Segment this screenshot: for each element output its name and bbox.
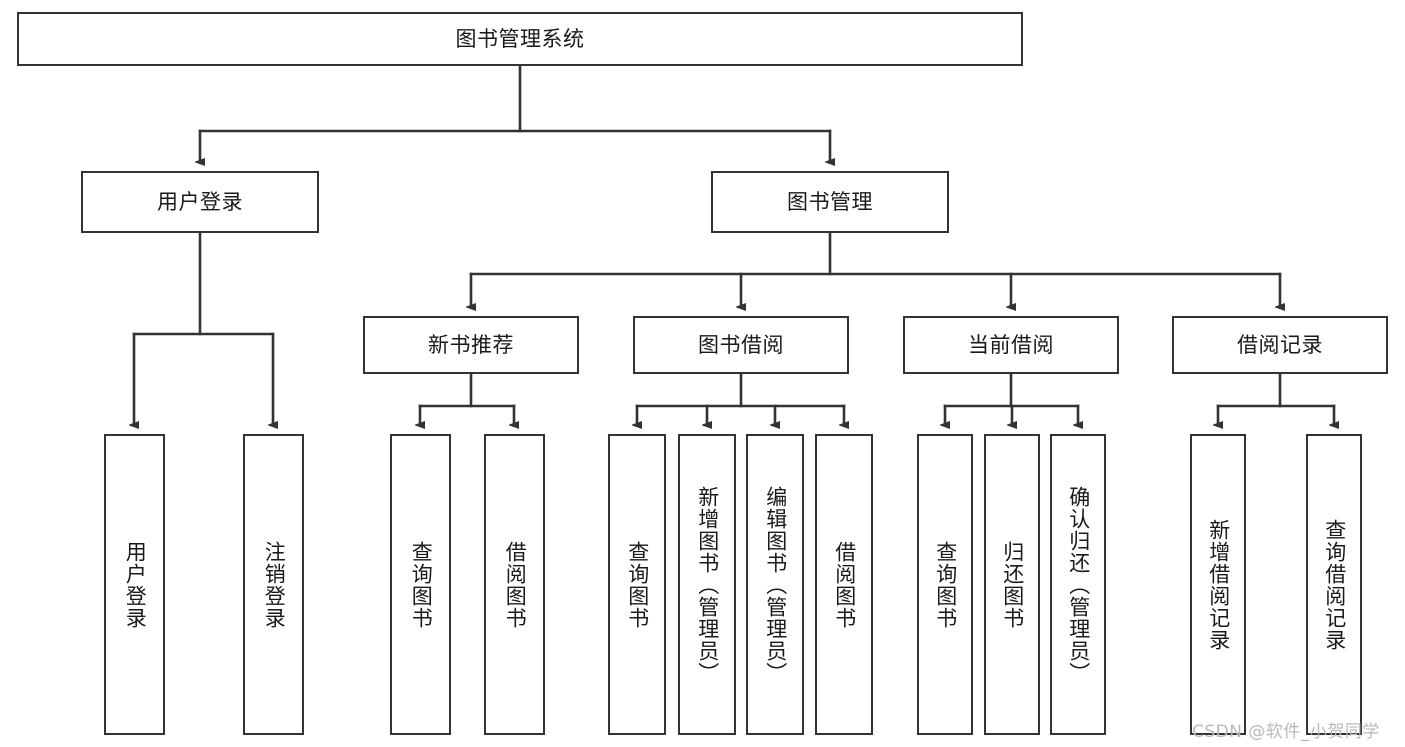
- node-leaf-query-book-recommend-label: 查询图书: [409, 540, 434, 629]
- node-leaf-confirm-return-admin-label: 确认归还（管理员）: [1066, 485, 1091, 684]
- node-book-manage[interactable]: 图书管理: [711, 171, 949, 233]
- node-leaf-query-borrow-record-label: 查询借阅记录: [1322, 518, 1347, 651]
- node-leaf-borrow-book[interactable]: 借阅图书: [815, 434, 873, 735]
- node-leaf-query-book-borrow[interactable]: 查询图书: [608, 434, 666, 735]
- csdn-watermark: CSDN @软件_小贺同学: [1192, 722, 1380, 742]
- node-book-borrow[interactable]: 图书借阅: [633, 316, 849, 374]
- node-leaf-confirm-return-admin[interactable]: 确认归还（管理员）: [1050, 434, 1106, 735]
- node-book-borrow-label: 图书借阅: [698, 332, 784, 357]
- node-leaf-edit-book-admin-label: 编辑图书（管理员）: [763, 485, 788, 684]
- node-user-login-label: 用户登录: [157, 189, 243, 214]
- node-leaf-user-login-label: 用户登录: [123, 540, 148, 629]
- node-user-login[interactable]: 用户登录: [81, 171, 319, 233]
- node-leaf-query-book-current-label: 查询图书: [933, 540, 958, 629]
- node-borrow-record-label: 借阅记录: [1237, 332, 1323, 357]
- node-root[interactable]: 图书管理系统: [17, 12, 1023, 66]
- node-leaf-user-logout[interactable]: 注销登录: [243, 434, 304, 735]
- node-leaf-query-book-recommend[interactable]: 查询图书: [390, 434, 451, 735]
- node-leaf-return-book[interactable]: 归还图书: [984, 434, 1040, 735]
- node-root-label: 图书管理系统: [455, 26, 585, 51]
- node-leaf-add-book-admin[interactable]: 新增图书（管理员）: [678, 434, 736, 735]
- node-leaf-add-borrow-record-label: 新增借阅记录: [1206, 518, 1231, 651]
- node-leaf-user-logout-label: 注销登录: [262, 540, 287, 629]
- node-borrow-record[interactable]: 借阅记录: [1172, 316, 1388, 374]
- node-current-borrow-label: 当前借阅: [968, 332, 1054, 357]
- node-leaf-add-borrow-record[interactable]: 新增借阅记录: [1190, 434, 1246, 735]
- node-leaf-return-book-label: 归还图书: [1000, 540, 1025, 629]
- node-book-manage-label: 图书管理: [787, 189, 873, 214]
- node-leaf-query-book-current[interactable]: 查询图书: [917, 434, 973, 735]
- node-new-book-recommend[interactable]: 新书推荐: [363, 316, 579, 374]
- node-current-borrow[interactable]: 当前借阅: [903, 316, 1119, 374]
- node-leaf-add-book-admin-label: 新增图书（管理员）: [695, 485, 720, 684]
- node-new-book-recommend-label: 新书推荐: [428, 332, 514, 357]
- node-leaf-query-borrow-record[interactable]: 查询借阅记录: [1306, 434, 1362, 735]
- node-leaf-borrow-book-recommend[interactable]: 借阅图书: [484, 434, 545, 735]
- node-leaf-query-book-borrow-label: 查询图书: [625, 540, 650, 629]
- node-leaf-borrow-book-label: 借阅图书: [832, 540, 857, 629]
- node-leaf-borrow-book-recommend-label: 借阅图书: [503, 540, 528, 629]
- node-leaf-edit-book-admin[interactable]: 编辑图书（管理员）: [746, 434, 804, 735]
- node-leaf-user-login[interactable]: 用户登录: [104, 434, 165, 735]
